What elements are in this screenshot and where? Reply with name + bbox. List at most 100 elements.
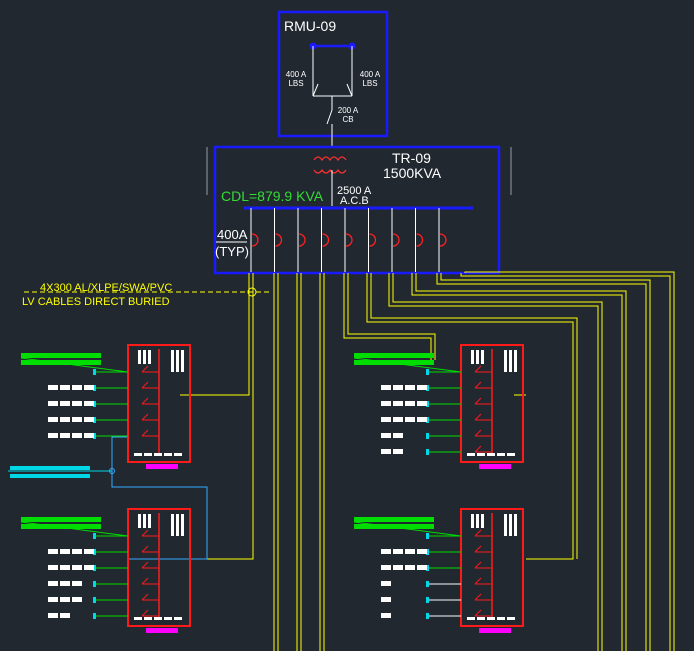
db-header-tag — [509, 350, 512, 372]
db-cable-terminal — [426, 401, 429, 407]
db-green-bar-top — [354, 517, 434, 522]
db-bottom-terminal — [174, 617, 182, 620]
db-bottom-terminal — [467, 453, 475, 456]
db-cable-terminal — [93, 565, 96, 571]
db-cable-terminal — [426, 417, 429, 423]
db-circuit-label — [60, 549, 70, 554]
transformer-rating: 1500KVA — [383, 165, 442, 181]
db-cable-terminal — [426, 385, 429, 391]
db-bottom-terminal — [477, 617, 485, 620]
db-circuit-label — [48, 597, 58, 602]
db-header-tag — [171, 514, 174, 536]
db-cable-terminal — [426, 449, 429, 455]
db-bottom-terminal — [487, 617, 495, 620]
db-header-tag — [504, 514, 507, 536]
db-green-bar-bottom — [354, 360, 434, 365]
db-breaker-contact — [141, 545, 149, 553]
transformer-name: TR-09 — [392, 150, 431, 166]
db-circuit-label — [60, 565, 70, 570]
db-cable-terminal — [93, 369, 96, 375]
feeder-breaker-5 — [345, 233, 353, 247]
db-bottom-terminal — [154, 453, 162, 456]
cable-leader-node — [247, 287, 257, 297]
feeder-cable-7-b — [392, 273, 603, 651]
db-header-tag — [471, 514, 474, 528]
db-bottom-terminal — [487, 453, 495, 456]
db-bottom-terminal — [164, 617, 172, 620]
db-cable-terminal — [426, 433, 429, 439]
cb-rating: 200 A — [338, 106, 359, 115]
acb-rating: 2500 A — [337, 185, 372, 197]
db-bottom-terminal — [497, 617, 505, 620]
db-breaker-contact — [141, 413, 149, 421]
db-circuit-label — [60, 597, 70, 602]
db-bottom-terminal — [154, 617, 162, 620]
transformer-symbol — [313, 156, 347, 174]
feeder-cable-10-a — [460, 273, 671, 651]
db-circuit-label — [381, 565, 391, 570]
db-cable-terminal — [426, 597, 429, 603]
db-cable-terminal — [93, 401, 96, 407]
db-circuit-label — [417, 401, 427, 406]
feeder-breaker-8 — [416, 233, 424, 247]
db-circuit-label — [48, 417, 58, 422]
db-circuit-label — [381, 581, 391, 586]
db-circuit-label — [60, 433, 70, 438]
db-breaker-contact — [474, 365, 482, 373]
cyan-feeder-bar-top — [10, 466, 90, 470]
db-tag — [146, 464, 178, 469]
db-green-bar-top — [21, 353, 101, 358]
acb-type: A.C.B — [340, 195, 369, 207]
feeder-breaker-6 — [369, 233, 377, 247]
db-circuit-label — [393, 549, 403, 554]
db-circuit-label — [405, 549, 415, 554]
feeder-cable-10-b — [464, 271, 675, 651]
db-circuit-label — [405, 385, 415, 390]
feeder-cable-8-a — [411, 273, 623, 651]
db-breaker-contact — [474, 561, 482, 569]
db-cable-terminal — [93, 581, 96, 587]
feeder-cable-1-a — [194, 273, 250, 396]
feeder-breaker-9 — [439, 233, 447, 247]
db-green-bar-top — [21, 517, 101, 522]
db-breaker-contact — [474, 577, 482, 585]
db-circuit-label — [72, 417, 82, 422]
feeder-breakers — [250, 208, 447, 272]
cable-note: LV CABLES DIRECT BURIED — [22, 296, 170, 308]
db-circuit-label — [72, 433, 82, 438]
cb-type: CB — [342, 115, 353, 124]
db-circuit-label — [48, 549, 58, 554]
db-circuit-label — [48, 433, 58, 438]
db-circuit-label — [72, 549, 82, 554]
db-green-bar-bottom — [354, 524, 434, 529]
db-tag — [479, 628, 511, 633]
db-circuit-label — [48, 565, 58, 570]
db-header-tag — [481, 350, 484, 364]
rmu-09-panel: RMU-09 400 A LBS 400 A LBS 200 A CB — [277, 10, 389, 146]
db-bottom-terminal — [134, 453, 142, 456]
db-breaker-contact — [474, 609, 482, 617]
db-cable-terminal — [93, 597, 96, 603]
db-header-tag — [176, 350, 179, 372]
db-breaker-contact — [141, 381, 149, 389]
db-circuit-label — [381, 549, 391, 554]
db-circuit-label — [84, 565, 94, 570]
db-cable-terminal — [93, 385, 96, 391]
db-bottom-terminal — [497, 453, 505, 456]
feeder-cable-9-a — [436, 273, 647, 651]
feeder-breaker-2 — [275, 233, 283, 247]
db-circuit-label — [48, 401, 58, 406]
cyan-feeder-bar-bottom — [10, 474, 90, 478]
lv-cables — [180, 271, 675, 651]
cable-spec: 4X300 AL/XLPE/SWA/PVC — [40, 282, 172, 294]
db-circuit-label — [393, 401, 403, 406]
cb-switch — [313, 95, 352, 146]
db-breaker-contact — [474, 429, 482, 437]
db-circuit-label — [417, 385, 427, 390]
db-header-tag — [514, 350, 517, 372]
db-header-tag — [138, 514, 141, 528]
db-circuit-label — [417, 549, 427, 554]
db-breaker-contact — [141, 529, 149, 537]
db-circuit-label — [405, 417, 415, 422]
